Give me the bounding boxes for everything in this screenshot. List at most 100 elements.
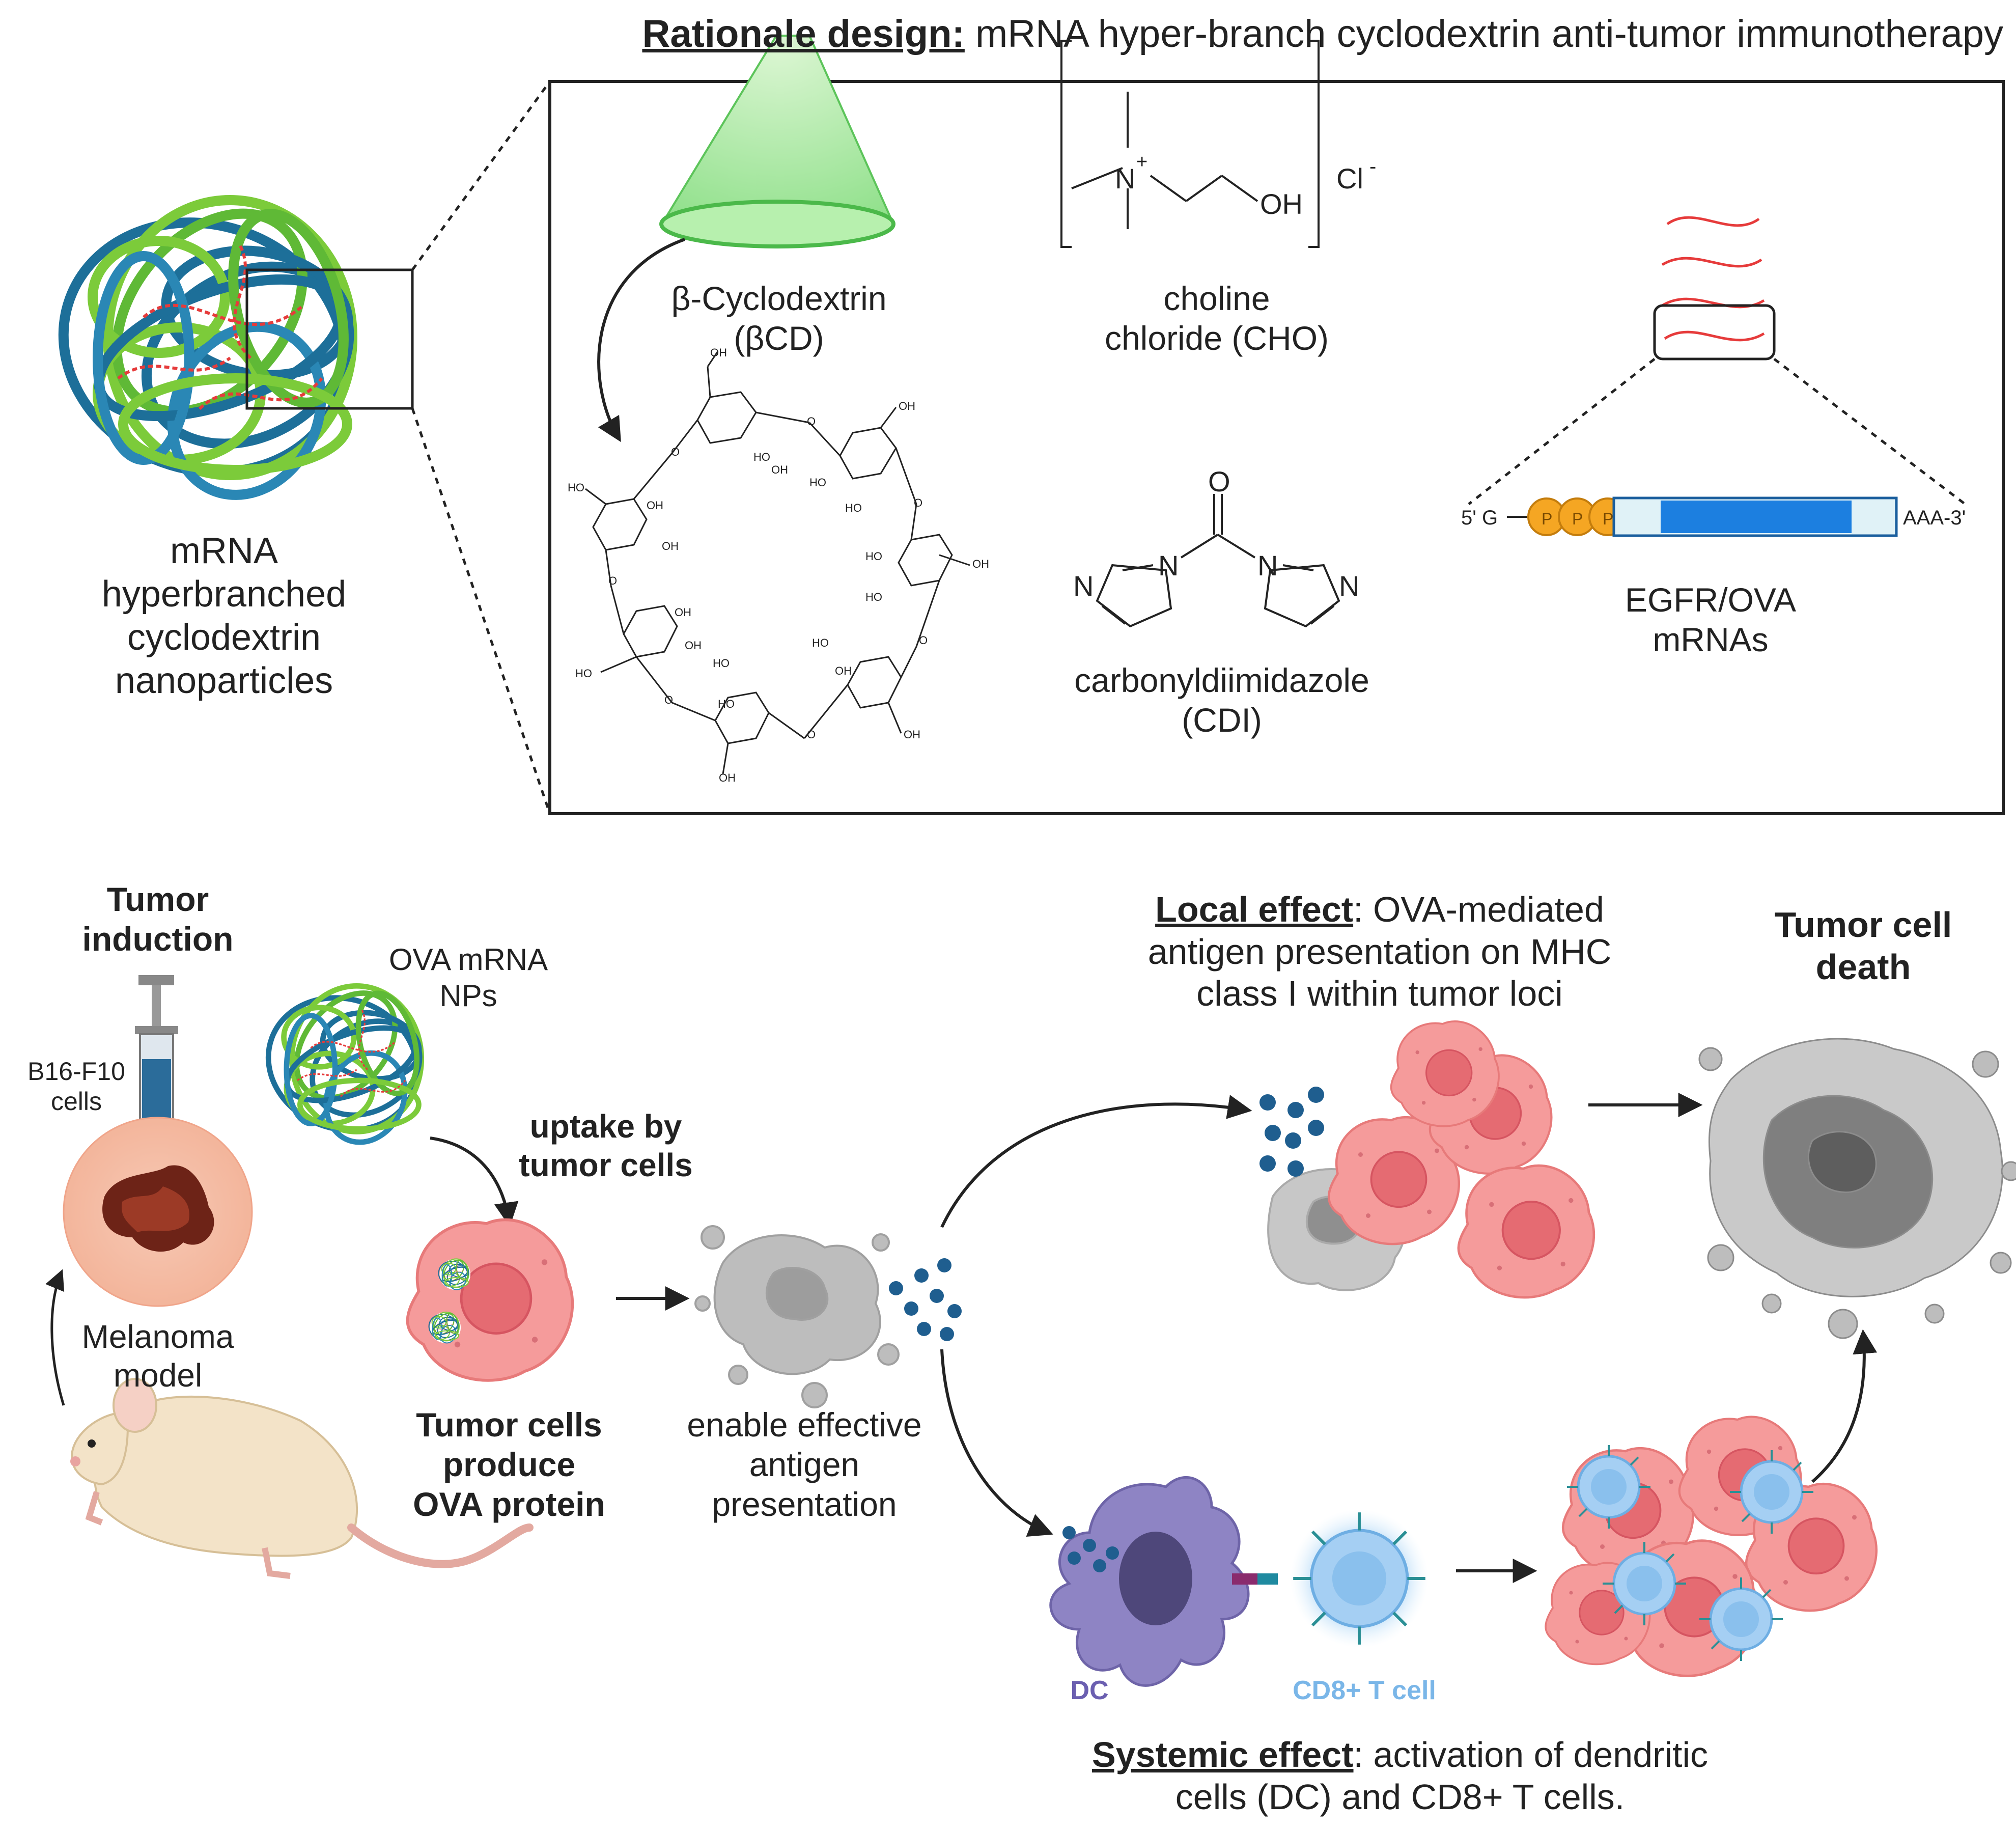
- infiltrated-tumor-icon: [1545, 1417, 1877, 1676]
- tumor-induction-line1: Tumor: [106, 880, 209, 918]
- produce-line1: Tumor cells: [416, 1406, 602, 1444]
- svg-text:Cl: Cl: [1336, 162, 1363, 195]
- mhc-tcr-synapse-icon: [1232, 1573, 1278, 1585]
- svg-text:HO: HO: [713, 657, 730, 670]
- svg-text:OH: OH: [647, 499, 663, 512]
- local-effect-line1: Local effect: OVA-mediated: [1079, 889, 1680, 931]
- svg-text:P: P: [1572, 510, 1583, 528]
- svg-text:OH: OH: [719, 771, 736, 784]
- arrow-to-systemic: [940, 1349, 1053, 1537]
- dc-antigen-dots: [1062, 1526, 1119, 1572]
- local-effect-label: Local effect: OVA-mediated antigen prese…: [1079, 889, 1680, 1015]
- produce-label: Tumor cells produce OVA protein: [372, 1405, 647, 1525]
- cho-name: choline: [1163, 280, 1270, 317]
- svg-text:HO: HO: [568, 481, 584, 494]
- svg-text:O: O: [1208, 465, 1230, 497]
- systemic-effect-line2: cells (DC) and CD8+ T cells.: [1175, 1777, 1625, 1817]
- melanoma-model-label: Melanoma model: [51, 1318, 265, 1395]
- tumor-induction-label: Tumor induction: [56, 880, 260, 959]
- svg-text:N: N: [1073, 570, 1094, 602]
- svg-text:P: P: [1603, 510, 1613, 528]
- cyclodextrin-ring-structure: [585, 351, 970, 774]
- systemic-effect-line1: Systemic effect: activation of dendritic: [1018, 1734, 1782, 1776]
- cd8-t-cell-icon: [1290, 1509, 1428, 1647]
- svg-text:HO: HO: [845, 502, 862, 514]
- cell-death-line1: Tumor cell: [1774, 905, 1952, 945]
- svg-text:AAA-3': AAA-3': [1903, 507, 1966, 529]
- svg-text:OH: OH: [1260, 188, 1303, 220]
- local-effect-text: : OVA-mediated: [1353, 890, 1604, 929]
- cdi-abbr: (CDI): [1182, 701, 1262, 739]
- svg-text:N: N: [1158, 549, 1179, 581]
- figure-title-prefix: Rationale design:: [642, 12, 965, 56]
- cho-abbr: chloride (CHO): [1104, 319, 1329, 357]
- tumor-induction-line2: induction: [82, 920, 234, 958]
- antigen-presentation-line3: presentation: [712, 1485, 897, 1523]
- systemic-effect-label: Systemic effect: activation of dendritic…: [1018, 1734, 1782, 1818]
- svg-text:HO: HO: [718, 698, 735, 710]
- uptake-label: uptake by tumor cells: [479, 1107, 733, 1184]
- nanoparticle-large: [28, 178, 381, 519]
- cone-to-ring-arrow: [597, 238, 686, 442]
- dc-label: DC: [1070, 1676, 1109, 1705]
- arrow-to-local: [940, 1095, 1252, 1228]
- svg-text:N: N: [1115, 162, 1135, 195]
- svg-text:HO: HO: [575, 667, 592, 680]
- svg-text:OH: OH: [675, 606, 691, 619]
- mrna-zoom-line-right: [1773, 358, 1966, 505]
- svg-text:HO: HO: [753, 451, 770, 463]
- systemic-effect-prefix: Systemic effect: [1091, 1735, 1354, 1775]
- antigen-presentation-line2: antigen: [749, 1445, 860, 1483]
- svg-text:HO: HO: [865, 591, 882, 603]
- svg-text:OH: OH: [771, 463, 788, 476]
- svg-text:O: O: [807, 415, 816, 428]
- uptake-line1: uptake by: [529, 1108, 682, 1145]
- svg-text:+: +: [1136, 151, 1147, 173]
- nanoparticle-label: mRNA hyperbranched cyclodextrin nanopart…: [81, 530, 367, 703]
- svg-text:O: O: [608, 574, 617, 587]
- cells-label: B16-F10 cells: [15, 1057, 137, 1117]
- mrna-strand-in-box: [1664, 330, 1765, 342]
- svg-text:O: O: [671, 446, 680, 458]
- cdi-name: carbonyldiimidazole: [1074, 661, 1369, 699]
- local-effect-line3: class I within tumor loci: [1196, 974, 1563, 1014]
- local-tumor-cluster-icon: [1259, 1020, 1594, 1297]
- svg-text:P: P: [1542, 510, 1552, 528]
- ova-nps-label: OVA mRNA NPs: [356, 942, 580, 1014]
- svg-text:O: O: [919, 634, 928, 647]
- tcell-label: CD8+ T cell: [1293, 1676, 1436, 1705]
- mrna-construct: [1507, 496, 1898, 537]
- svg-text:5' G: 5' G: [1461, 507, 1498, 529]
- tumor-site-icon: [63, 1117, 253, 1307]
- mrna-zoom-line-left: [1468, 358, 1656, 505]
- svg-text:N: N: [1339, 570, 1359, 602]
- choline-chloride-structure: [1060, 40, 1320, 248]
- nanoparticle-label-line4: nanoparticles: [115, 660, 333, 701]
- svg-text:OH: OH: [710, 346, 727, 359]
- choline-atom-labels: N + OH Cl -: [1115, 151, 1376, 220]
- mrna-name: EGFR/OVA: [1625, 581, 1797, 619]
- cdi-atom-labels: O N N N N: [1073, 465, 1359, 602]
- antigen-presentation-line1: enable effective: [687, 1406, 922, 1444]
- arrow-systemic-to-death: [1811, 1329, 1878, 1483]
- svg-text:HO: HO: [809, 476, 826, 489]
- syringe-icon: [135, 975, 178, 1186]
- mrna-zoom-box: [1653, 304, 1776, 361]
- ova-nps-line2: NPs: [439, 978, 497, 1013]
- zoom-box: [245, 268, 414, 410]
- mouse-icon: [70, 1378, 534, 1579]
- figure-title-text: mRNA hyper-branch cyclodextrin anti-tumo…: [964, 12, 2003, 56]
- systemic-effect-text: : activation of dendritic: [1353, 1735, 1709, 1775]
- mrna-construct-labels: 5' G AAA-3' P P P: [1461, 507, 1966, 529]
- cells-line1: B16-F10: [27, 1057, 125, 1086]
- antigen-presentation-label: enable effective antigen presentation: [662, 1405, 947, 1525]
- svg-text:N: N: [1257, 549, 1278, 581]
- svg-text:O: O: [807, 728, 816, 741]
- ova-nps-line1: OVA mRNA: [388, 943, 548, 977]
- local-effect-prefix: Local effect: [1155, 890, 1354, 929]
- bcd-label: β-Cyclodextrin (βCD): [626, 279, 932, 358]
- mrna-label: EGFR/OVA mRNAs: [1568, 580, 1853, 660]
- svg-text:OH: OH: [899, 400, 915, 412]
- melanoma-model-line1: Melanoma: [81, 1318, 234, 1355]
- cho-label: choline chloride (CHO): [1059, 279, 1375, 358]
